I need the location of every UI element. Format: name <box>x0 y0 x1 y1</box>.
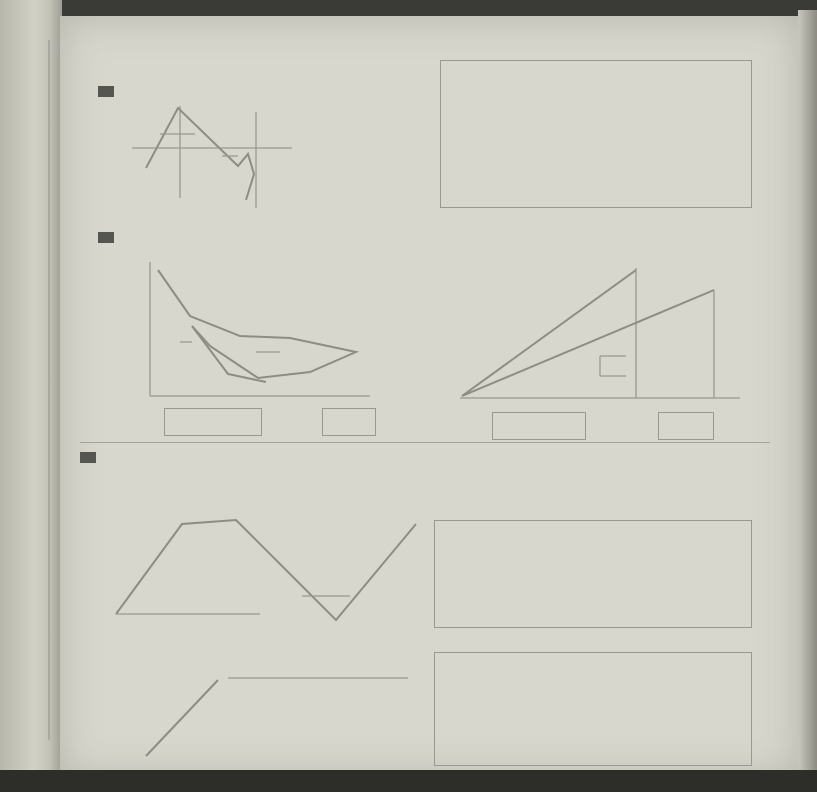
question-2-heading <box>98 228 120 247</box>
question-2-answer-field-2[interactable] <box>322 408 376 436</box>
right-page-edge <box>798 10 817 792</box>
question-3-number <box>80 452 96 463</box>
question-1-figure <box>132 106 292 208</box>
bottom-shadow <box>0 770 817 792</box>
question-3-heading <box>80 448 102 467</box>
question-1-heading <box>98 82 120 101</box>
question-2-left-figure <box>149 262 370 397</box>
question-3-figure <box>115 518 417 622</box>
question-2-number <box>98 232 114 243</box>
question-2-right-figure <box>460 268 740 399</box>
worksheet-page <box>60 16 798 778</box>
question-2-answer-field-3[interactable] <box>492 412 586 440</box>
left-edge-line <box>48 40 50 740</box>
question-3-lower-figure <box>145 677 408 757</box>
question-1-number <box>98 86 114 97</box>
question-2-answer-field-4[interactable] <box>658 412 714 440</box>
question-3-answer-box-1[interactable] <box>434 520 752 628</box>
question-1-answer-box[interactable] <box>440 60 752 208</box>
question-2-answer-field-1[interactable] <box>164 408 262 436</box>
question-3-answer-box-2[interactable] <box>434 652 752 766</box>
left-binding <box>0 0 62 792</box>
section-divider-line <box>80 442 770 443</box>
worksheet-figures <box>115 106 740 757</box>
